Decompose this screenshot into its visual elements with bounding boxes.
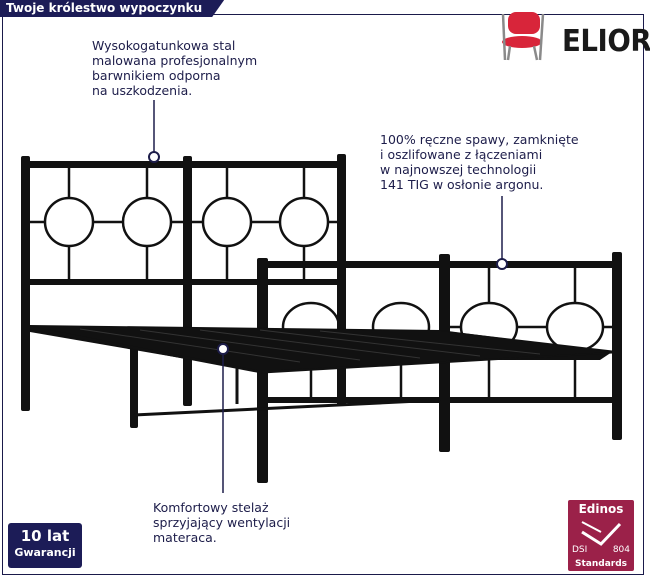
annotation-line: w najnowszej technologii	[380, 162, 537, 177]
standards-number: 804	[612, 545, 630, 555]
standards-dsi: DSI	[572, 545, 588, 555]
annotation-line: barwnikiem odporna	[92, 68, 221, 83]
callout-marker-bottom	[217, 343, 229, 355]
callout-marker-right	[496, 258, 508, 270]
standards-name: Edinos	[578, 502, 624, 516]
annotation-line: Komfortowy stelaż	[153, 500, 269, 515]
annotation-line: Wysokogatunkowa stal	[92, 38, 236, 53]
annotation-top-left: Wysokogatunkowa stal malowana profesjona…	[92, 38, 257, 98]
check-icon	[581, 521, 622, 546]
warranty-badge: 10 lat Gwarancji	[8, 523, 82, 568]
header-tab: Twoje królestwo wypoczynku	[0, 0, 224, 17]
callout-marker-top	[148, 151, 160, 163]
annotation-line: i oszlifowane z łączeniami	[380, 147, 543, 162]
standards-label: Standards	[574, 559, 628, 569]
annotation-line: sprzyjający wentylacji	[153, 515, 291, 530]
chair-icon	[501, 12, 545, 61]
brand-logo: ELIOR	[562, 24, 650, 59]
annotation-bottom: Komfortowy stelaż sprzyjający wentylacji…	[153, 500, 290, 545]
warranty-label: Gwarancji	[14, 546, 76, 559]
annotation-line: 141 TIG w osłonie argonu.	[380, 177, 544, 192]
annotation-line: na uszkodzenia.	[92, 83, 193, 98]
standards-badge: Edinos DSI 804 Standards	[568, 500, 634, 571]
annotation-line: materaca.	[153, 530, 217, 545]
annotation-line: 100% ręczne spawy, zamknięte	[380, 132, 579, 147]
warranty-years: 10 lat	[20, 527, 70, 545]
annotation-top-right: 100% ręczne spawy, zamknięte i oszlifowa…	[380, 132, 579, 192]
page-frame	[2, 14, 644, 575]
annotation-line: malowana profesjonalnym	[92, 53, 258, 68]
